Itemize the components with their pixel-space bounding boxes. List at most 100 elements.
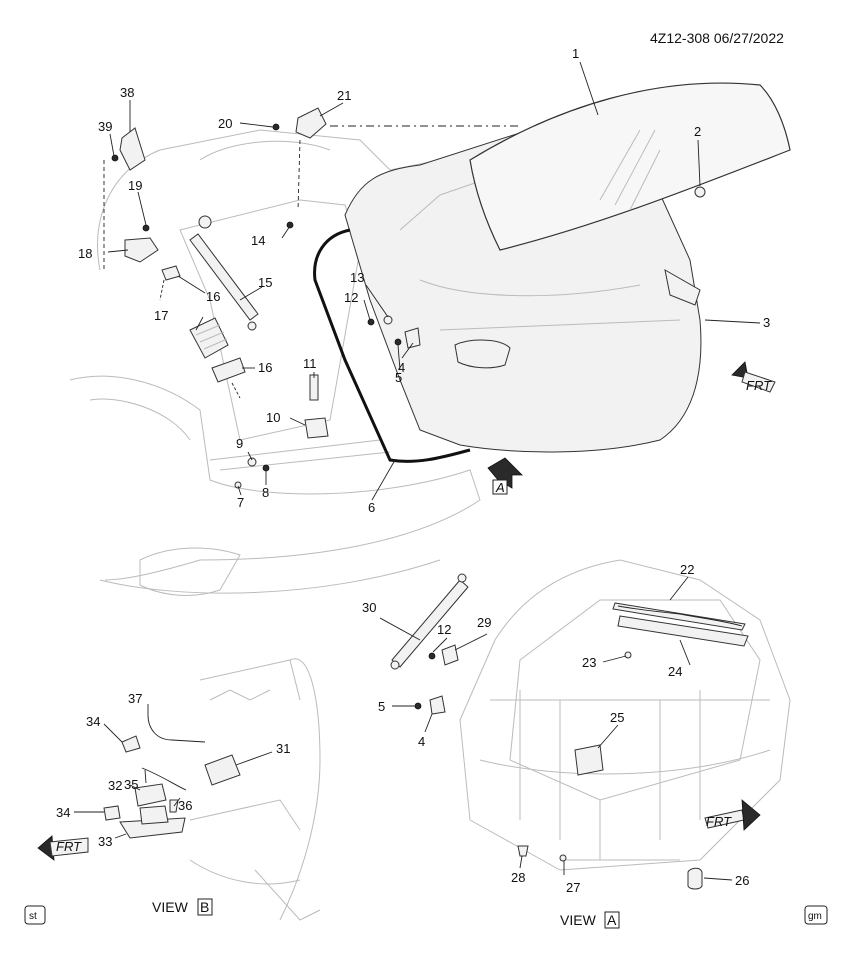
frt-label-main: FRT xyxy=(746,378,772,393)
callout-5-view-a: 5 xyxy=(378,699,385,714)
callout-4-view-a: 4 xyxy=(418,734,425,749)
callout-35: 35 xyxy=(124,777,138,792)
bracket-29 xyxy=(441,644,459,666)
harness-37 xyxy=(147,714,206,743)
callout-33: 33 xyxy=(98,834,112,849)
view-a-arrow: A xyxy=(487,457,523,495)
corner-logo-left-text: st xyxy=(29,911,37,922)
fastener-27 xyxy=(559,854,567,862)
strip-24 xyxy=(617,615,749,647)
callout-22: 22 xyxy=(680,562,694,577)
bracket-10 xyxy=(304,417,329,439)
clip-34-upper xyxy=(121,735,141,753)
frt-arrow-view-a: FRT xyxy=(704,799,761,831)
diagram-reference: 4Z12-308 06/27/2022 xyxy=(650,30,784,46)
callout-5: 5 xyxy=(395,370,402,385)
module-31 xyxy=(204,754,241,786)
callout-32: 32 xyxy=(108,778,122,793)
callout-29: 29 xyxy=(477,615,491,630)
callout-6: 6 xyxy=(368,500,375,515)
bumper-9 xyxy=(247,457,257,467)
callout-18: 18 xyxy=(78,246,92,261)
wiring-16-upper xyxy=(159,265,181,301)
callout-24: 24 xyxy=(668,664,682,679)
view-b-letter: B xyxy=(200,899,209,915)
gas-strut-15 xyxy=(189,215,259,331)
callout-8: 8 xyxy=(262,485,269,500)
callout-30: 30 xyxy=(362,600,376,615)
callout-4: 4 xyxy=(398,360,405,375)
view-b-body-outline xyxy=(189,658,321,921)
frt-arrow-main: FRT xyxy=(731,361,776,393)
module-17 xyxy=(189,317,229,359)
frt-label-view-a: FRT xyxy=(706,814,732,829)
callout-31: 31 xyxy=(276,741,290,756)
view-b-prefix: VIEW xyxy=(152,899,189,915)
hinge-4-view-a xyxy=(429,695,446,715)
frt-arrow-view-b: FRT xyxy=(37,835,89,861)
view-a-title: VIEW A xyxy=(560,911,620,929)
fastener-19 xyxy=(142,224,150,232)
camera-32 xyxy=(134,783,167,807)
callout-19: 19 xyxy=(128,178,142,193)
callout-15: 15 xyxy=(258,275,272,290)
callout-38: 38 xyxy=(120,85,134,100)
leader-lines xyxy=(74,61,761,881)
latch-25 xyxy=(574,744,604,776)
vehicle-body-outline xyxy=(69,129,481,596)
callout-2: 2 xyxy=(694,124,701,139)
callout-3: 3 xyxy=(763,315,770,330)
callout-16-upper: 16 xyxy=(206,289,220,304)
view-a-letter: A xyxy=(607,912,617,928)
view-b-title: VIEW B xyxy=(152,898,213,916)
molding-22 xyxy=(612,602,746,631)
bracket-38 xyxy=(119,127,146,171)
bumper-26 xyxy=(687,867,703,890)
callout-13: 13 xyxy=(350,270,364,285)
callout-23: 23 xyxy=(582,655,596,670)
harness-35 xyxy=(141,767,187,791)
corner-logo-right: gm xyxy=(804,905,828,925)
callout-9: 9 xyxy=(236,436,243,451)
hinge-21 xyxy=(295,107,327,139)
callout-34-upper: 34 xyxy=(86,714,100,729)
callout-7: 7 xyxy=(237,495,244,510)
callout-39: 39 xyxy=(98,119,112,134)
bracket-33 xyxy=(119,805,186,839)
bracket-18 xyxy=(124,237,159,263)
fastener-20 xyxy=(272,123,280,131)
stop-7 xyxy=(234,481,242,489)
callout-26: 26 xyxy=(735,873,749,888)
callout-25: 25 xyxy=(610,710,624,725)
callout-20: 20 xyxy=(218,116,232,131)
callout-34-lower: 34 xyxy=(56,805,70,820)
clip-23 xyxy=(624,651,632,659)
corner-logo-right-text: gm xyxy=(808,911,822,922)
view-a-liftgate-inner xyxy=(459,559,791,871)
callout-1: 1 xyxy=(572,46,579,61)
bolt-11 xyxy=(309,374,319,401)
callout-36: 36 xyxy=(178,798,192,813)
callout-21: 21 xyxy=(337,88,351,103)
rear-window-glass xyxy=(469,82,791,251)
view-a-marker-letter: A xyxy=(495,480,505,495)
fastener-12-view-a xyxy=(428,652,436,660)
corner-logo-left: st xyxy=(24,905,46,925)
callout-labels: 1 2 3 4 5 6 7 8 9 10 11 12 13 14 15 16 1… xyxy=(56,46,770,895)
callout-17: 17 xyxy=(154,308,168,323)
callout-12-view-a: 12 xyxy=(437,622,451,637)
connector-16-lower xyxy=(211,357,246,399)
callout-10: 10 xyxy=(266,410,280,425)
frt-label-view-b: FRT xyxy=(56,839,82,854)
callout-28: 28 xyxy=(511,870,525,885)
callout-37: 37 xyxy=(128,691,142,706)
callout-14: 14 xyxy=(251,233,265,248)
clip-34-lower xyxy=(103,805,121,821)
callout-11: 11 xyxy=(303,356,317,371)
bolt-5-view-a xyxy=(414,702,422,710)
fastener-14 xyxy=(286,221,294,229)
gas-strut-30 xyxy=(390,573,469,670)
view-a-prefix: VIEW xyxy=(560,912,597,928)
fastener-39 xyxy=(111,154,119,162)
